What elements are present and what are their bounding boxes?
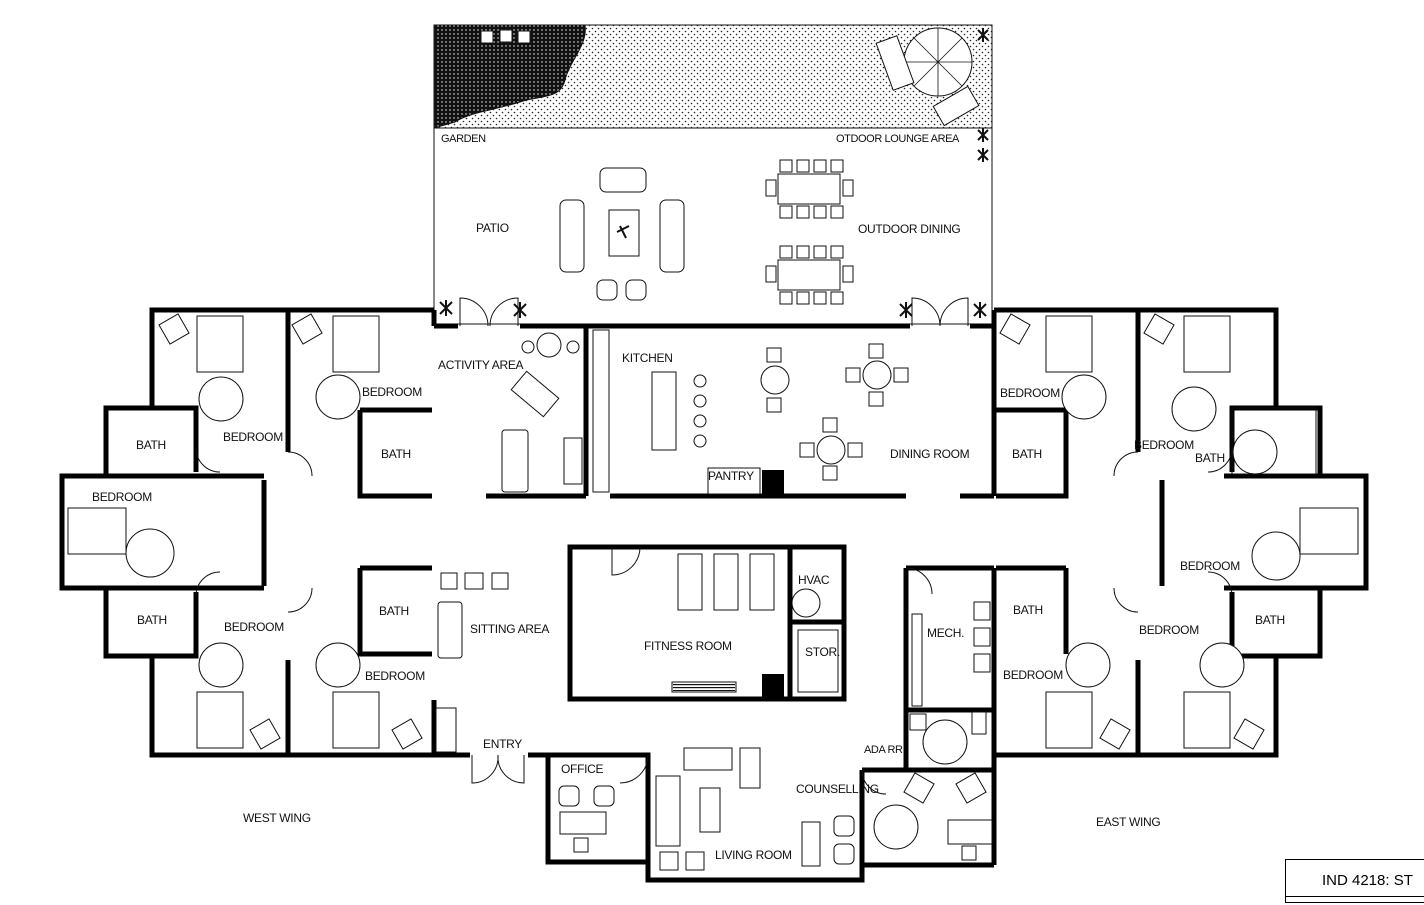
patio-label: PATIO — [476, 221, 509, 235]
patio-seating — [559, 167, 685, 301]
east-bedroom-1-label: BEDROOM — [1000, 386, 1060, 400]
stor-label: STOR. — [805, 645, 840, 659]
west-bath-3-label: BATH — [137, 613, 167, 627]
east-wing-label: EAST WING — [1096, 815, 1160, 829]
east-bedroom-4-label: BEDROOM — [1139, 623, 1199, 637]
kitchen-label: KITCHEN — [622, 351, 673, 365]
east-bath-2-label: BATH — [1195, 451, 1225, 465]
west-bath-2-label: BATH — [381, 447, 411, 461]
door-swings — [195, 297, 1233, 795]
title-block: IND 4218: ST — [1285, 859, 1424, 897]
fitness-room-label: FITNESS ROOM — [644, 639, 732, 653]
east-bath-1-label: BATH — [1012, 447, 1042, 461]
dining-room-label: DINING ROOM — [890, 447, 970, 461]
west-bedroom-3-label: BEDROOM — [92, 490, 152, 504]
hvac-label: HVAC — [798, 573, 830, 587]
east-bath-4-label: BATH — [1255, 613, 1285, 627]
furniture — [67, 313, 1359, 871]
outdoor-dining-label: OUTDOOR DINING — [858, 222, 960, 236]
west-bath-4-label: BATH — [379, 604, 409, 618]
west-bedroom-4-label: BEDROOM — [224, 620, 284, 634]
outdoor-lounge-furniture — [875, 27, 980, 127]
office-label: OFFICE — [561, 762, 603, 776]
west-wing-label: WEST WING — [243, 811, 311, 825]
garden-label: GARDEN — [441, 133, 486, 145]
sitting-area-label: SITTING AREA — [470, 622, 549, 636]
room-labels: GARDEN OTDOOR LOUNGE AREA PATIO OUTDOOR … — [92, 133, 1285, 862]
title-block-text: IND 4218: ST — [1322, 872, 1413, 889]
east-bath-3-label: BATH — [1013, 603, 1043, 617]
east-bedroom-3-label: BEDROOM — [1180, 559, 1240, 573]
outdoor-lounge-label: OTDOOR LOUNGE AREA — [836, 133, 960, 145]
counselling-label: COUNSELLING — [796, 782, 879, 796]
living-room-label: LIVING ROOM — [715, 848, 792, 862]
entry-label: ENTRY — [483, 737, 522, 751]
ada-rr-label: ADA RR — [864, 744, 903, 756]
west-bedroom-5-label: BEDROOM — [365, 669, 425, 683]
pantry-label: PANTRY — [708, 469, 754, 483]
plant-icons — [439, 28, 989, 318]
title-block-subrow — [1285, 897, 1424, 903]
east-bedroom-2-label: BEDROOM — [1134, 438, 1194, 452]
west-bath-1-label: BATH — [136, 438, 166, 452]
mech-label: MECH. — [927, 626, 964, 640]
solid-blocks — [673, 470, 784, 698]
activity-area-label: ACTIVITY AREA — [438, 358, 524, 372]
west-bedroom-1-label: BEDROOM — [223, 430, 283, 444]
outdoor-dining-tables — [765, 159, 854, 305]
west-bedroom-2-label: BEDROOM — [362, 385, 422, 399]
east-bedroom-5-label: BEDROOM — [1003, 668, 1063, 682]
